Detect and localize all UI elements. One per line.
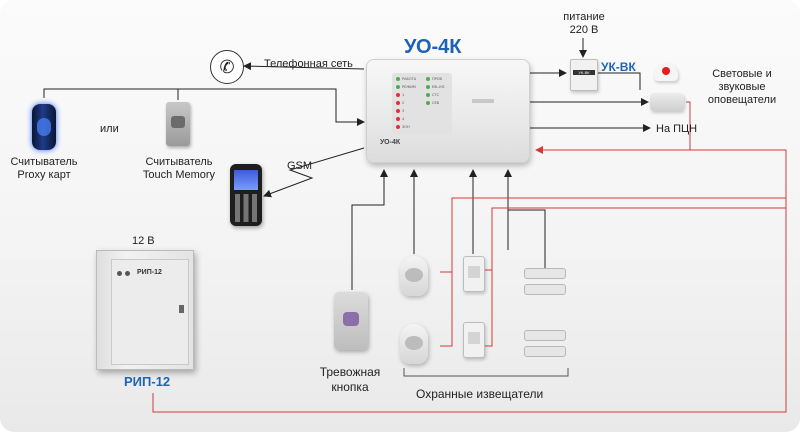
led-line [426, 77, 430, 81]
uo4k-device: РАБОТА РЕЖИМ 1 2 3 4 ЗОН ПРОВ КВ.-КЛ. СТ… [366, 59, 530, 163]
led-right-2: СТС [432, 93, 440, 97]
power-label: питание 220 В [556, 11, 612, 37]
proxy-label: Считыватель Proxy карт [4, 156, 84, 182]
rip12-lock [179, 305, 184, 313]
light-sound-line1: Световые и [712, 68, 772, 80]
tm-label-line2: Touch Memory [142, 169, 216, 181]
phone-icon: ✆ [210, 50, 244, 84]
pcn-label: На ПЦН [656, 123, 698, 135]
led-zone2 [396, 101, 400, 105]
gsm-screen [234, 170, 258, 190]
wire-readers [43, 88, 365, 126]
rip12-screw-1 [117, 271, 122, 276]
led-sts [426, 93, 430, 97]
power-label-line2: 220 В [569, 24, 599, 36]
led-work [396, 77, 400, 81]
alarm-button-device [334, 292, 368, 350]
gsm-label: GSM [287, 160, 313, 172]
siren-icon [654, 63, 678, 81]
power-siren-branch [686, 101, 691, 150]
magnetic-contact-2b [524, 346, 566, 357]
rip12-screw-2 [125, 271, 130, 276]
led-left-6: ЗОН [402, 125, 410, 129]
alarm-label: Тревожная кнопка [308, 365, 392, 395]
touch-memory-button [171, 116, 185, 128]
rip-title: РИП-12 [124, 374, 171, 389]
wire-gsm [263, 147, 365, 198]
led-zones [396, 125, 400, 129]
uo4k-title: УО-4К [404, 36, 462, 58]
gsm-keypad [235, 194, 257, 222]
magnetic-contact-1a [524, 268, 566, 279]
alarm-label-line2: кнопка [331, 380, 369, 394]
power-main [152, 146, 787, 413]
wire-alarm [351, 169, 388, 290]
led-zone1 [396, 93, 400, 97]
ukvk-title: УК-ВК [601, 60, 636, 74]
siren-lamp [662, 67, 670, 75]
power-label-line1: питание [563, 11, 605, 23]
light-sound-line3: оповещатели [707, 94, 777, 106]
pir-detector-1 [400, 256, 428, 296]
small-detector-2 [463, 322, 485, 358]
led-mode [396, 85, 400, 89]
led-sev [426, 101, 430, 105]
pir-lens-2 [405, 336, 423, 350]
ukvk-plate-text: УК-ВК [573, 70, 595, 75]
gsm-phone-icon [230, 164, 262, 226]
led-left-3: 2 [402, 101, 405, 105]
uo4k-plate [472, 99, 494, 103]
tm-label-line1: Считыватель [145, 156, 213, 168]
led-zone3 [396, 109, 400, 113]
proxy-reader-icon [32, 104, 56, 150]
small-detector-window-2 [468, 332, 480, 344]
rip12-plate-text: РИП-12 [137, 269, 162, 276]
proxy-reader-ring [37, 118, 51, 136]
alarm-label-line1: Тревожная [319, 365, 381, 379]
rip12-device: РИП-12 [96, 250, 194, 370]
wire-mag2 [508, 209, 546, 268]
light-sound-line2: звуковые [718, 81, 766, 93]
tm-label: Считыватель Touch Memory [136, 156, 222, 182]
magnetic-contact-1b [524, 284, 566, 295]
uo4k-led-panel: РАБОТА РЕЖИМ 1 2 3 4 ЗОН ПРОВ КВ.-КЛ. СТ… [392, 73, 452, 135]
wire-ukvk-up [598, 72, 641, 90]
led-zone4 [396, 117, 400, 121]
led-left-1: РЕЖИМ [402, 85, 416, 89]
led-right-0: ПРОВ [432, 77, 442, 81]
proxy-label-line2: Proxy карт [17, 169, 71, 181]
touch-memory-icon [166, 102, 190, 146]
power-12v-label: 12 В [132, 235, 155, 247]
ukvk-device: УК-ВК [570, 59, 598, 91]
small-detector-window-1 [468, 266, 480, 278]
led-kvkl [426, 85, 430, 89]
pir-lens-1 [405, 268, 423, 282]
led-left-2: 1 [402, 93, 405, 97]
led-left-0: РАБОТА [402, 77, 417, 81]
led-right-3: СЕВ [432, 101, 440, 105]
pir-detector-2 [400, 324, 428, 364]
uo4k-model-text: УО-4К [380, 139, 401, 146]
or-label: или [100, 123, 119, 135]
led-left-4: 3 [402, 109, 405, 113]
rip12-door [111, 259, 189, 365]
alarm-button-face [343, 312, 359, 326]
power-smd [484, 207, 786, 347]
light-sound-label: Световые и звуковые оповещатели [700, 68, 784, 107]
small-detector-1 [463, 256, 485, 292]
detectors-label: Охранные извещатели [416, 387, 544, 401]
strobe-icon [650, 93, 684, 111]
detector-bracket [403, 368, 569, 377]
phone-network-label: Телефонная сеть [264, 58, 353, 70]
wire-phone [243, 62, 365, 71]
proxy-label-line1: Считыватель [10, 156, 78, 168]
magnetic-contact-2a [524, 330, 566, 341]
led-left-5: 4 [402, 117, 405, 121]
led-right-1: КВ.-КЛ. [432, 85, 446, 89]
